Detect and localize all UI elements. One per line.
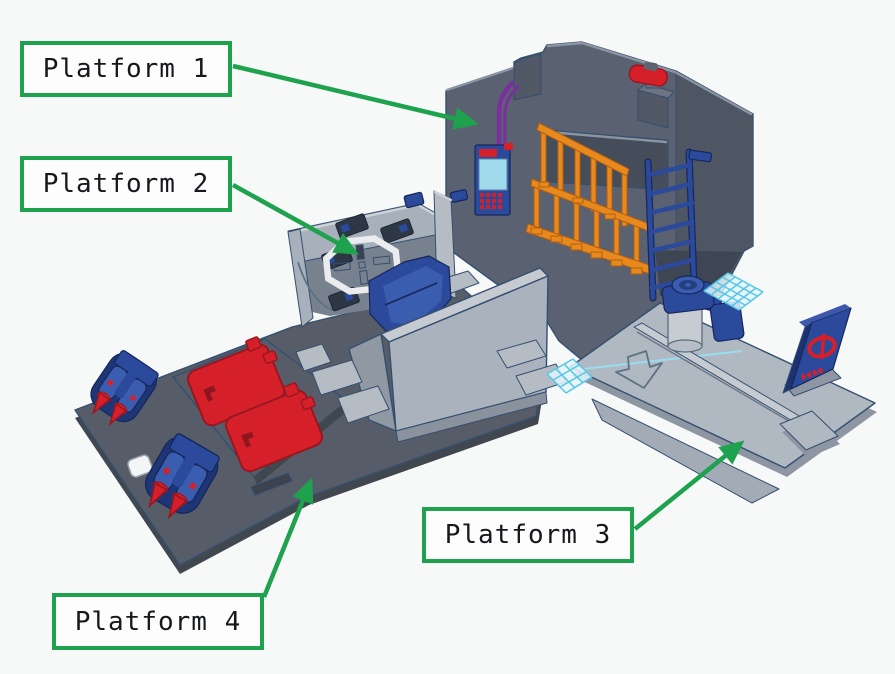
red-hatch-2 [224, 382, 324, 473]
right-wall-top [433, 190, 453, 202]
workplane-grid-a [703, 272, 764, 311]
leader-arrow-1 [232, 63, 479, 130]
wall-cable-2 [503, 84, 520, 150]
label-platform-4[interactable]: Platform 4 [52, 593, 264, 650]
leader-arrows [231, 63, 745, 598]
workplane-edge-line [582, 350, 743, 370]
white-square [127, 454, 153, 478]
label-platform-3-text: Platform 3 [444, 520, 612, 550]
leader-arrow-2 [231, 183, 360, 255]
step-tiles [295, 339, 567, 424]
label-platform-1-text: Platform 1 [42, 54, 210, 84]
control-lever [628, 61, 675, 129]
orange-scaffold [525, 122, 653, 275]
label-platform-3[interactable]: Platform 3 [422, 507, 634, 563]
label-platform-2[interactable]: Platform 2 [20, 156, 232, 212]
wall-clamp-2 [449, 189, 469, 203]
wall-clamp-1 [403, 191, 425, 209]
deck-tab [779, 410, 840, 458]
half-wall-rim [547, 130, 668, 144]
rocket-1 [90, 350, 159, 427]
slot-tray [250, 472, 293, 496]
label-platform-2-text: Platform 2 [42, 169, 210, 199]
wall-cable-1 [496, 80, 515, 151]
chimney-block [513, 53, 542, 101]
sign-marks [800, 367, 824, 380]
label-platform-1[interactable]: Platform 1 [20, 41, 232, 97]
phone-keypad [480, 193, 502, 209]
room-left-wall [287, 228, 314, 328]
direction-arrow [615, 350, 663, 389]
deck-lower-lip [591, 398, 780, 504]
leader-arrow-4 [261, 477, 314, 598]
pilot-seat [368, 255, 452, 332]
billboard-sign [782, 304, 852, 397]
wall-phone [474, 143, 513, 216]
label-platform-4-text: Platform 4 [74, 606, 242, 637]
rocket-2 [144, 433, 220, 520]
platform-3 [569, 275, 877, 504]
sign-logo [807, 333, 837, 359]
leader-arrow-3 [633, 440, 745, 531]
wall-top-rims [445, 41, 753, 116]
workplane-grid-b [546, 358, 593, 394]
curved-wall-line [297, 261, 333, 311]
crane-machine [661, 275, 745, 353]
